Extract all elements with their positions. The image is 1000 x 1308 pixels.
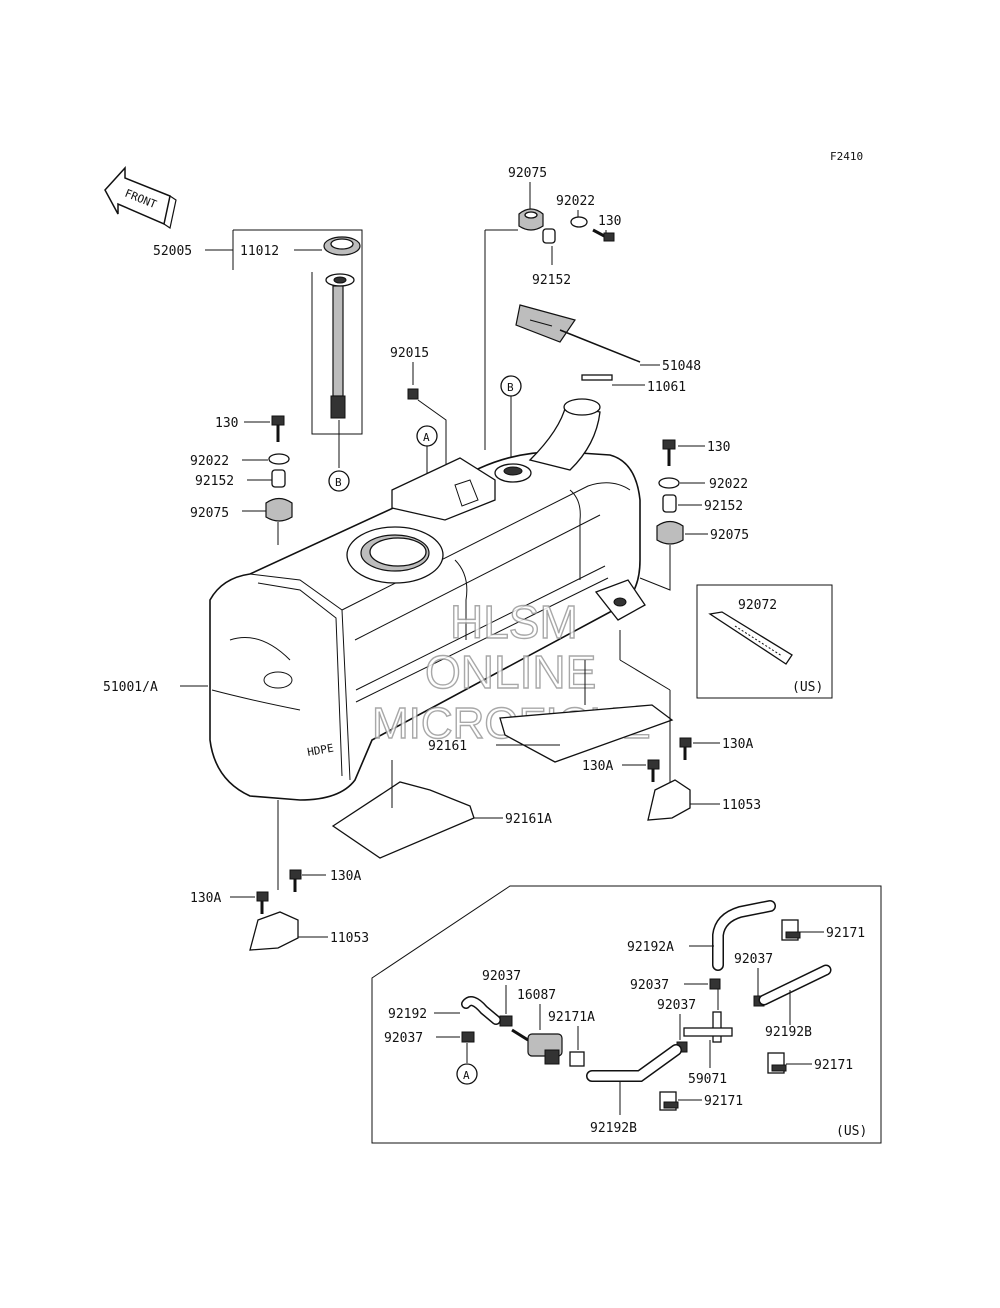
label-16087: 16087 (517, 988, 556, 1003)
label-130-top: 130 (598, 214, 621, 229)
bolt-130a-left-1-icon (289, 869, 302, 892)
callout-b-upper: B (500, 375, 522, 397)
label-92171-2: 92171 (814, 1058, 853, 1073)
clip-92037-1-icon (499, 1015, 513, 1027)
label-59071: 59071 (688, 1072, 727, 1087)
clamp-92171-2-icon (767, 1052, 787, 1074)
svg-text:A: A (423, 431, 430, 444)
label-92152-left: 92152 (195, 474, 234, 489)
nut-92015-icon (407, 388, 419, 400)
bolt-130-right-icon (662, 439, 676, 466)
label-130a-right-1: 130A (722, 737, 753, 752)
label-51048: 51048 (662, 359, 701, 374)
rubber-mount-92075-left-icon (265, 497, 293, 522)
label-130a-left-2: 130A (190, 891, 221, 906)
collar-92152-left-icon (271, 469, 286, 488)
fuel-tank-51001a-icon: HDPE (209, 398, 646, 801)
clamp-92171-3-icon (659, 1091, 679, 1111)
label-92192b-2: 92192B (590, 1121, 637, 1136)
label-us-hoses: (US) (836, 1124, 867, 1139)
front-arrow-icon: FRONT (104, 166, 177, 229)
bolt-130a-right-2-icon (647, 759, 660, 782)
label-92015: 92015 (390, 346, 429, 361)
bolt-130a-left-2-icon (256, 891, 269, 914)
svg-text:B: B (335, 476, 342, 489)
label-92037-1: 92037 (482, 969, 521, 984)
label-92022-left: 92022 (190, 454, 229, 469)
label-92022-top: 92022 (556, 194, 595, 209)
bolt-130-top-icon (592, 228, 615, 242)
label-92152-right: 92152 (704, 499, 743, 514)
svg-text:ONLINE: ONLINE (425, 646, 596, 698)
label-92192b-1: 92192B (765, 1025, 812, 1040)
label-92022-right: 92022 (709, 477, 748, 492)
label-92171-3: 92171 (704, 1094, 743, 1109)
svg-text:HLSM: HLSM (450, 596, 578, 648)
bracket-11053-right-icon (647, 779, 691, 821)
label-92152-top: 92152 (532, 273, 571, 288)
label-92161a: 92161A (505, 812, 552, 827)
label-92192a: 92192A (627, 940, 674, 955)
t-joint-59071-icon (683, 1011, 733, 1043)
insulator-92161-icon (499, 704, 674, 763)
washer-92022-top-icon (570, 216, 588, 228)
label-130-left: 130 (215, 416, 238, 431)
label-92075-right: 92075 (710, 528, 749, 543)
us-tie-box (696, 584, 833, 699)
label-92037-4: 92037 (657, 998, 696, 1013)
collar-92152-right-icon (662, 494, 677, 513)
label-92037-2: 92037 (630, 978, 669, 993)
label-92161: 92161 (428, 739, 467, 754)
gasket-11012-icon (323, 236, 361, 256)
label-51001a: 51001/A (103, 680, 158, 695)
label-130a-left-1: 130A (330, 869, 361, 884)
label-11012: 11012 (240, 244, 279, 259)
figure-code: F2410 (830, 150, 863, 163)
clip-92037-5-icon (461, 1031, 475, 1043)
label-92037-5: 92037 (384, 1031, 423, 1046)
us-hoses-box (371, 885, 882, 1144)
label-92075-left: 92075 (190, 506, 229, 521)
insulator-92161a-icon (331, 781, 475, 859)
label-130a-right-2: 130A (582, 759, 613, 774)
label-92171-1: 92171 (826, 926, 865, 941)
collar-92152-top-icon (542, 228, 556, 244)
label-92072: 92072 (738, 598, 777, 613)
label-52005: 52005 (153, 244, 192, 259)
fuel-filter-51048-icon (515, 304, 641, 363)
label-92192: 92192 (388, 1007, 427, 1022)
clamp-92171-1-icon (781, 919, 801, 941)
clamp-92171a-icon (569, 1051, 585, 1067)
callout-a-lower: A (456, 1063, 478, 1085)
label-92171a: 92171A (548, 1010, 595, 1025)
washer-92022-right-icon (658, 477, 680, 489)
clip-92037-2-icon (709, 978, 721, 990)
label-11061: 11061 (647, 380, 686, 395)
callout-b-lower: B (328, 470, 350, 492)
label-us-tie: (US) (792, 680, 823, 695)
gasket-11061-icon (581, 374, 613, 381)
callout-a-upper: A (416, 425, 438, 447)
svg-text:HDPE: HDPE (306, 742, 334, 759)
label-92037-3: 92037 (734, 952, 773, 967)
bracket-11053-left-icon (249, 911, 299, 951)
fuel-gauge-sender-icon (325, 273, 355, 419)
svg-text:A: A (463, 1069, 470, 1082)
svg-text:B: B (507, 381, 514, 394)
rubber-mount-92075-right-icon (656, 520, 684, 545)
bolt-130a-right-1-icon (679, 737, 692, 760)
label-11053-right: 11053 (722, 798, 761, 813)
label-11053-left: 11053 (330, 931, 369, 946)
rubber-mount-92075-top-icon (518, 208, 544, 231)
cable-tie-92072-icon (708, 611, 793, 665)
label-92075-top: 92075 (508, 166, 547, 181)
bolt-130-left-icon (271, 415, 285, 442)
valve-16087-icon (511, 1028, 563, 1065)
washer-92022-left-icon (268, 453, 290, 465)
label-130-right: 130 (707, 440, 730, 455)
